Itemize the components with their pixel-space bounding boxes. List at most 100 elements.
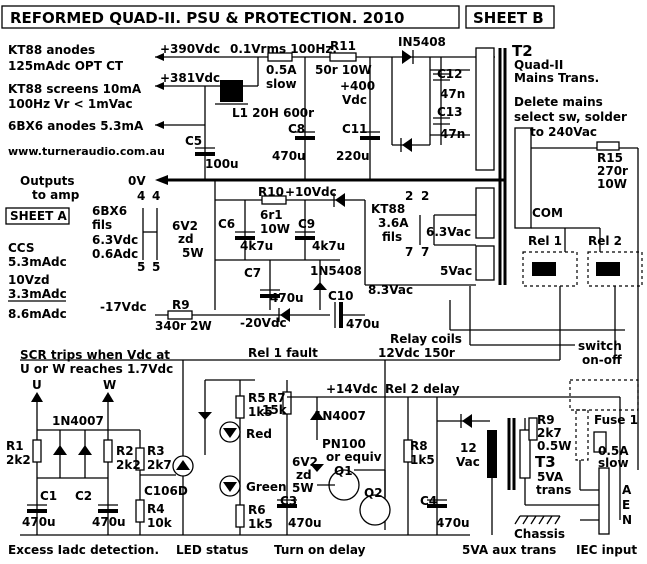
c8-1: C8 bbox=[288, 122, 305, 136]
r3-2: 2k7 bbox=[147, 458, 172, 472]
pin-4a: 4 bbox=[137, 189, 145, 203]
current-sense bbox=[20, 392, 470, 536]
mains-switch bbox=[569, 379, 639, 411]
mains-note-1: Delete mains bbox=[514, 95, 603, 109]
c11-1: C11 bbox=[342, 122, 368, 136]
rel2: Rel 2 bbox=[588, 234, 622, 248]
v12-2: Vac bbox=[456, 455, 480, 469]
zd2-1: 6V2 bbox=[292, 455, 318, 469]
filament-links bbox=[142, 208, 476, 260]
fuse-05-1: 0.5A bbox=[266, 63, 297, 77]
pin-5b: 5 bbox=[152, 260, 160, 274]
footer-aux: 5VA aux trans bbox=[462, 543, 556, 557]
t3-1: T3 bbox=[535, 453, 556, 471]
c4-2: 470u bbox=[436, 516, 470, 530]
pin-7b: 7 bbox=[421, 245, 429, 259]
c3-1: C3 bbox=[280, 494, 297, 508]
fils-2: fils bbox=[92, 218, 112, 232]
r5-1: R5 bbox=[248, 391, 266, 405]
v400-2: Vdc bbox=[342, 93, 367, 107]
c9-1: C9 bbox=[298, 217, 315, 231]
b6x6-anodes: 6BX6 anodes 5.3mA bbox=[8, 119, 144, 133]
mains-note-3: to 240Vac bbox=[530, 125, 597, 139]
q1: Q1 bbox=[334, 464, 353, 478]
fuse-05-2: slow bbox=[266, 77, 297, 91]
pin-2b: 2 bbox=[421, 189, 429, 203]
c8-2: 470u bbox=[272, 149, 306, 163]
relay-1 bbox=[522, 251, 578, 287]
t2-1: T2 bbox=[512, 42, 533, 60]
r1-1: R1 bbox=[6, 439, 24, 453]
1n5408: 1N5408 bbox=[310, 264, 362, 278]
scr-note-2: U or W reaches 1.7Vdc bbox=[20, 362, 173, 376]
switch-2: on-off bbox=[582, 353, 622, 367]
aux-transformer bbox=[403, 397, 580, 535]
t2-3: Mains Trans. bbox=[514, 71, 599, 85]
pin-2a: 2 bbox=[405, 189, 413, 203]
fuse1-3: slow bbox=[598, 456, 629, 470]
rel1: Rel 1 bbox=[528, 234, 562, 248]
footer-labels: Excess Iadc detection. LED status Turn o… bbox=[8, 543, 637, 557]
t3-3: trans bbox=[536, 483, 571, 497]
zd-6v2-3: 5W bbox=[182, 246, 204, 260]
component-labels: 0.1Vrms 100Hz. 0.5A slow L1 20H 600r R11… bbox=[6, 35, 638, 541]
ccs-3: 10Vzd bbox=[8, 273, 50, 287]
v63: 6.3Vac bbox=[426, 225, 471, 239]
r11-1: R11 bbox=[330, 39, 356, 53]
fuse-1 bbox=[593, 431, 607, 453]
r4-1: R4 bbox=[147, 502, 165, 516]
relay-wiring bbox=[449, 147, 639, 470]
kt88-anodes-2: 125mAdc OPT CT bbox=[8, 59, 124, 73]
r2-2: 2k2 bbox=[116, 458, 141, 472]
mains-note-2: select sw, solder bbox=[514, 110, 627, 124]
delay-stage bbox=[277, 380, 391, 535]
zd2-2: zd bbox=[296, 468, 312, 482]
r4-2: 10k bbox=[147, 516, 173, 530]
pin-7a: 7 bbox=[405, 245, 413, 259]
c13-2: 47n bbox=[440, 127, 465, 141]
fuse-ht bbox=[267, 52, 293, 62]
rel1-fault: Rel 1 fault bbox=[248, 346, 318, 360]
c6-1: C6 bbox=[218, 217, 235, 231]
t2-2: Quad-II bbox=[514, 58, 563, 72]
chassis: Chassis bbox=[514, 527, 565, 541]
title-box bbox=[1, 5, 460, 29]
r9b-2: 2k7 bbox=[537, 426, 562, 440]
r10-1: R10 bbox=[258, 185, 284, 199]
caps-c12-c13 bbox=[433, 57, 450, 145]
sheet-label: SHEET B bbox=[473, 9, 544, 27]
r10-3: 10W bbox=[260, 222, 290, 236]
iec-e: E bbox=[622, 498, 630, 512]
r9-bias-1: R9 bbox=[172, 298, 190, 312]
c7-1: C7 bbox=[244, 266, 261, 280]
v14: +14Vdc bbox=[326, 382, 378, 396]
r9b-3: 0.5W bbox=[537, 439, 572, 453]
c10-1: C10 bbox=[328, 289, 354, 303]
r7-2: 15k bbox=[262, 403, 288, 417]
t3-2: 5VA bbox=[537, 470, 564, 484]
transformer-t2 bbox=[475, 47, 532, 285]
outputs-1: Outputs bbox=[20, 174, 75, 188]
c13-1: C13 bbox=[437, 105, 463, 119]
r1-2: 2k2 bbox=[6, 453, 31, 467]
sheet-b-box bbox=[465, 5, 555, 29]
c12-2: 47n bbox=[440, 87, 465, 101]
zd2-3: 5W bbox=[292, 481, 314, 495]
schematic-title: REFORMED QUAD-II. PSU & PROTECTION. 2010 bbox=[10, 9, 404, 27]
relay-2 bbox=[587, 251, 643, 287]
switch-1: switch bbox=[578, 339, 622, 353]
fils-4: 0.6Adc bbox=[92, 247, 138, 261]
c6-2: 4k7u bbox=[240, 239, 273, 253]
r3-1: R3 bbox=[147, 444, 165, 458]
c7-2: 470u bbox=[270, 291, 304, 305]
outputs-2: to amp bbox=[32, 188, 80, 202]
kt88-screens-2: 100Hz Vr < 1mVac bbox=[8, 97, 133, 111]
r8-1: R8 bbox=[410, 439, 428, 453]
l1: L1 20H 600r bbox=[232, 106, 314, 120]
iec-input bbox=[575, 397, 621, 535]
sheet-a-box bbox=[5, 207, 70, 225]
ccs-1: CCS bbox=[8, 241, 34, 255]
q2: Q2 bbox=[364, 486, 383, 500]
c106d: C106D bbox=[144, 484, 188, 498]
scr-note-1: SCR trips when Vdc at bbox=[20, 348, 170, 362]
